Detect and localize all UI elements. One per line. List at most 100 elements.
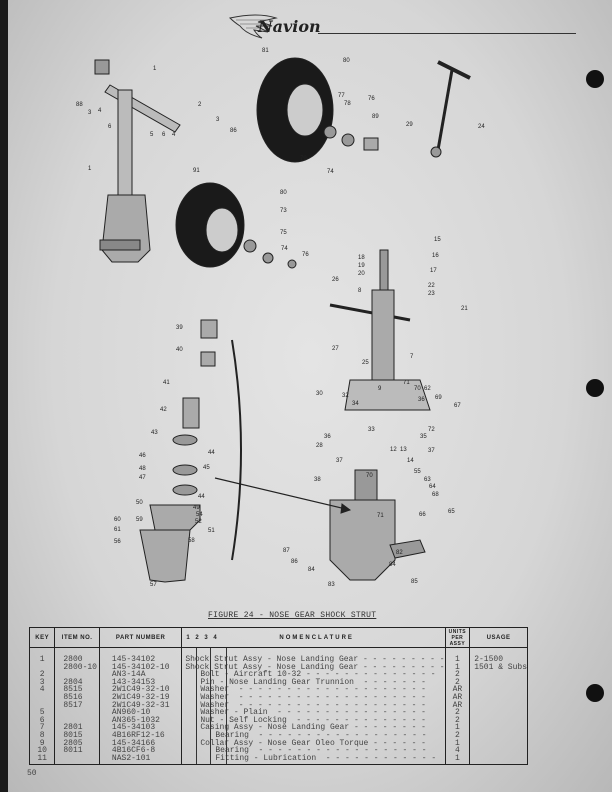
callout-number: 34 [352,401,359,407]
row-part: NAS2-101 [111,753,151,763]
callout-number: 80 [343,58,350,64]
row-nom: Casing Assy - Nose Landing Gear - - - - … [200,723,426,733]
callout-number: 74 [281,246,288,252]
indent-levels: 1 2 3 4 [186,634,218,641]
callout-number: 40 [176,347,183,353]
callout-number: 89 [372,114,379,120]
callout-number: 24 [478,124,485,130]
callout-number: 17 [430,268,437,274]
row-key: 7 [39,723,45,733]
callout-number: 7 [410,354,414,360]
row-part: 145-34102-10 [111,662,170,672]
row-usage [474,702,527,710]
callout-number: 70 [414,386,421,392]
row-usage [474,755,527,763]
callout-number: 77 [338,93,345,99]
binder-hole [586,684,604,702]
torque-arm [329,303,411,322]
row-nom: Bearing - - - - - - - - - - - - - - - - … [215,746,427,756]
callout-number: 41 [163,380,170,386]
center-casing [371,289,395,391]
row-nom: Pin - Nose Landing Gear Trunnion - - - -… [200,677,426,687]
callout-number: 72 [428,427,435,433]
row-usage [474,679,527,687]
row-item: 8011 [63,746,83,756]
callout-number: 1 [153,66,157,72]
row-part: AN365-1032 [111,715,160,725]
callout-number: 9 [378,386,382,392]
callout-number: 70 [366,473,373,479]
callout-number: 26 [332,277,339,283]
callout-number: 88 [76,102,83,108]
callout-number: 56 [114,539,121,545]
callout-number: 49 [193,505,200,511]
callout-number: 22 [428,283,435,289]
callout-number: 36 [418,397,425,403]
col-usage: USAGE [469,627,528,648]
callout-number: 18 [358,255,365,261]
callout-number: 57 [150,582,157,588]
row-usage: 2-1500 [474,655,503,664]
callout-number: 35 [420,434,427,440]
row-units: 1 [454,738,460,748]
callout-number: 60 [114,517,121,523]
callout-number: 68 [432,492,439,498]
callout-number: 84 [389,562,396,568]
col-item-no: ITEM NO. [54,627,100,648]
table-header-row: KEY ITEM NO. PART NUMBER 1 2 3 4 NOMENCL… [28,627,528,648]
row-item: 2804 [63,677,83,687]
callout-number: 3 [216,117,220,123]
row-item [63,709,99,717]
callout-number: 1 [88,166,92,172]
callout-number: 81 [262,48,269,54]
row-usage [474,694,527,702]
row-usage [474,747,527,755]
callout-number: 44 [208,450,215,456]
callout-number: 3 [88,110,92,116]
row-key: 2 [39,670,45,680]
row-part: 2W1C49-32-10 [111,685,170,695]
callout-number: 74 [327,169,334,175]
col-part-number: PART NUMBER [98,627,183,648]
row-nom: Washer - - - - - - - - - - - - - - - - -… [200,685,426,695]
row-item: 2800 [63,655,83,664]
callout-number: 6 [162,132,166,138]
callout-number: 78 [344,101,351,107]
row-units: 1 [454,655,460,664]
row-item: 8515 [63,685,83,695]
row-part: 4B16RF12-16 [111,730,165,740]
callout-number: 87 [283,548,290,554]
callout-number: 86 [230,128,237,134]
callout-number: 82 [396,550,403,556]
callout-number: 37 [336,458,343,464]
row-key [30,694,54,702]
callout-number: 21 [461,306,468,312]
row-units: 1 [454,723,460,733]
callout-number: 27 [332,346,339,352]
row-nom: Shock Strut Assy - Nose Landing Gear - -… [185,662,445,672]
callout-number: 16 [432,253,439,259]
col-key: KEY [28,627,56,648]
callout-number: 43 [151,430,158,436]
row-item: 2801 [63,723,83,733]
row-key: 6 [39,715,45,725]
callout-number: 13 [400,447,407,453]
callout-number: 4 [98,108,102,114]
row-units: 2 [454,730,460,740]
row-units: 2 [454,677,460,687]
callout-number: 5 [150,132,154,138]
callout-number: 59 [136,517,143,523]
callout-number: 73 [280,208,287,214]
row-units: AR [452,685,463,695]
navion-wing-logo [228,14,278,39]
callout-number: 48 [139,466,146,472]
left-fork [139,529,191,583]
callout-number: 44 [198,494,205,500]
callout-number: 71 [377,513,384,519]
callout-number: 33 [368,427,375,433]
callout-number: 55 [414,469,421,475]
callout-number: 12 [390,447,397,453]
